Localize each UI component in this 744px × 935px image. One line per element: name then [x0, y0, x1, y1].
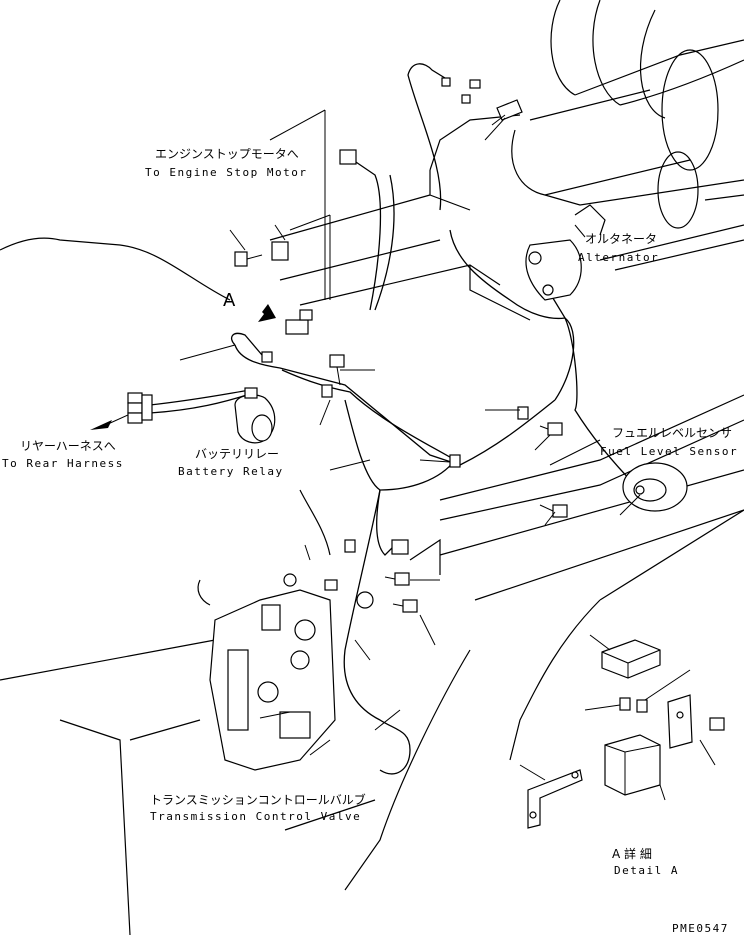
bolt-1	[234, 251, 263, 267]
battery-relay-label: バッテリリレー Battery Relay	[178, 447, 284, 478]
engine-stop-label-jp: エンジンストップモータへ	[155, 147, 299, 161]
transmission-label-jp: トランスミッションコントロールバルブ	[150, 792, 366, 807]
drawing-code: PME0547	[672, 922, 729, 935]
frame-outline	[0, 194, 744, 935]
connector-block	[271, 149, 357, 335]
alternator-part	[525, 204, 606, 301]
fuel-level-sensor-part	[622, 462, 688, 512]
bolt-2	[329, 354, 345, 386]
fuel-sensor-label-jp: フュエルレベルセンサ	[612, 426, 732, 440]
rear-harness-label-jp: リヤーハーネスへ	[20, 439, 116, 453]
alternator-label-en: Alternator	[578, 251, 659, 264]
leader-lines	[179, 109, 716, 801]
battery-relay-label-jp: バッテリリレー	[195, 447, 279, 461]
fuel-sensor-label-en: Fuel Level Sensor	[600, 445, 738, 458]
bolt-4	[539, 504, 568, 518]
detail-a-caption-jp: A 詳 細	[612, 846, 652, 861]
detail-a-arrow	[250, 300, 276, 322]
engine-stop-label: エンジンストップモータへ To Engine Stop Motor	[145, 147, 307, 179]
detail-a-marker: A	[223, 290, 236, 311]
transmission-label-en: Transmission Control Valve	[150, 810, 361, 823]
engine-sensor	[441, 77, 523, 141]
battery-relay-part	[234, 387, 276, 444]
rear-harness-label: リヤーハーネスへ To Rear Harness	[2, 414, 129, 470]
detail-a-parts	[527, 639, 725, 829]
battery-relay-label-en: Battery Relay	[178, 465, 284, 478]
transmission-label: トランスミッションコントロールバルブ Transmission Control …	[150, 792, 366, 823]
alternator-label-jp: オルタネータ	[585, 232, 657, 246]
engine-outline	[429, 0, 744, 271]
rear-harness-connector	[127, 392, 153, 424]
bolt-5	[384, 572, 410, 586]
bolt-6	[392, 599, 418, 613]
alternator-label: オルタネータ Alternator	[578, 232, 659, 264]
bolts	[234, 251, 568, 613]
fuel-sensor-label: フュエルレベルセンサ Fuel Level Sensor	[600, 426, 738, 458]
engine-stop-label-en: To Engine Stop Motor	[145, 166, 307, 179]
rear-harness-label-en: To Rear Harness	[2, 457, 124, 470]
bolt-3	[539, 422, 563, 436]
transmission-valve-part	[197, 489, 409, 771]
detail-a-caption-en: Detail A	[614, 864, 679, 877]
harness-clamps	[261, 351, 529, 468]
detail-a-caption: A 詳 細 Detail A	[612, 846, 679, 877]
